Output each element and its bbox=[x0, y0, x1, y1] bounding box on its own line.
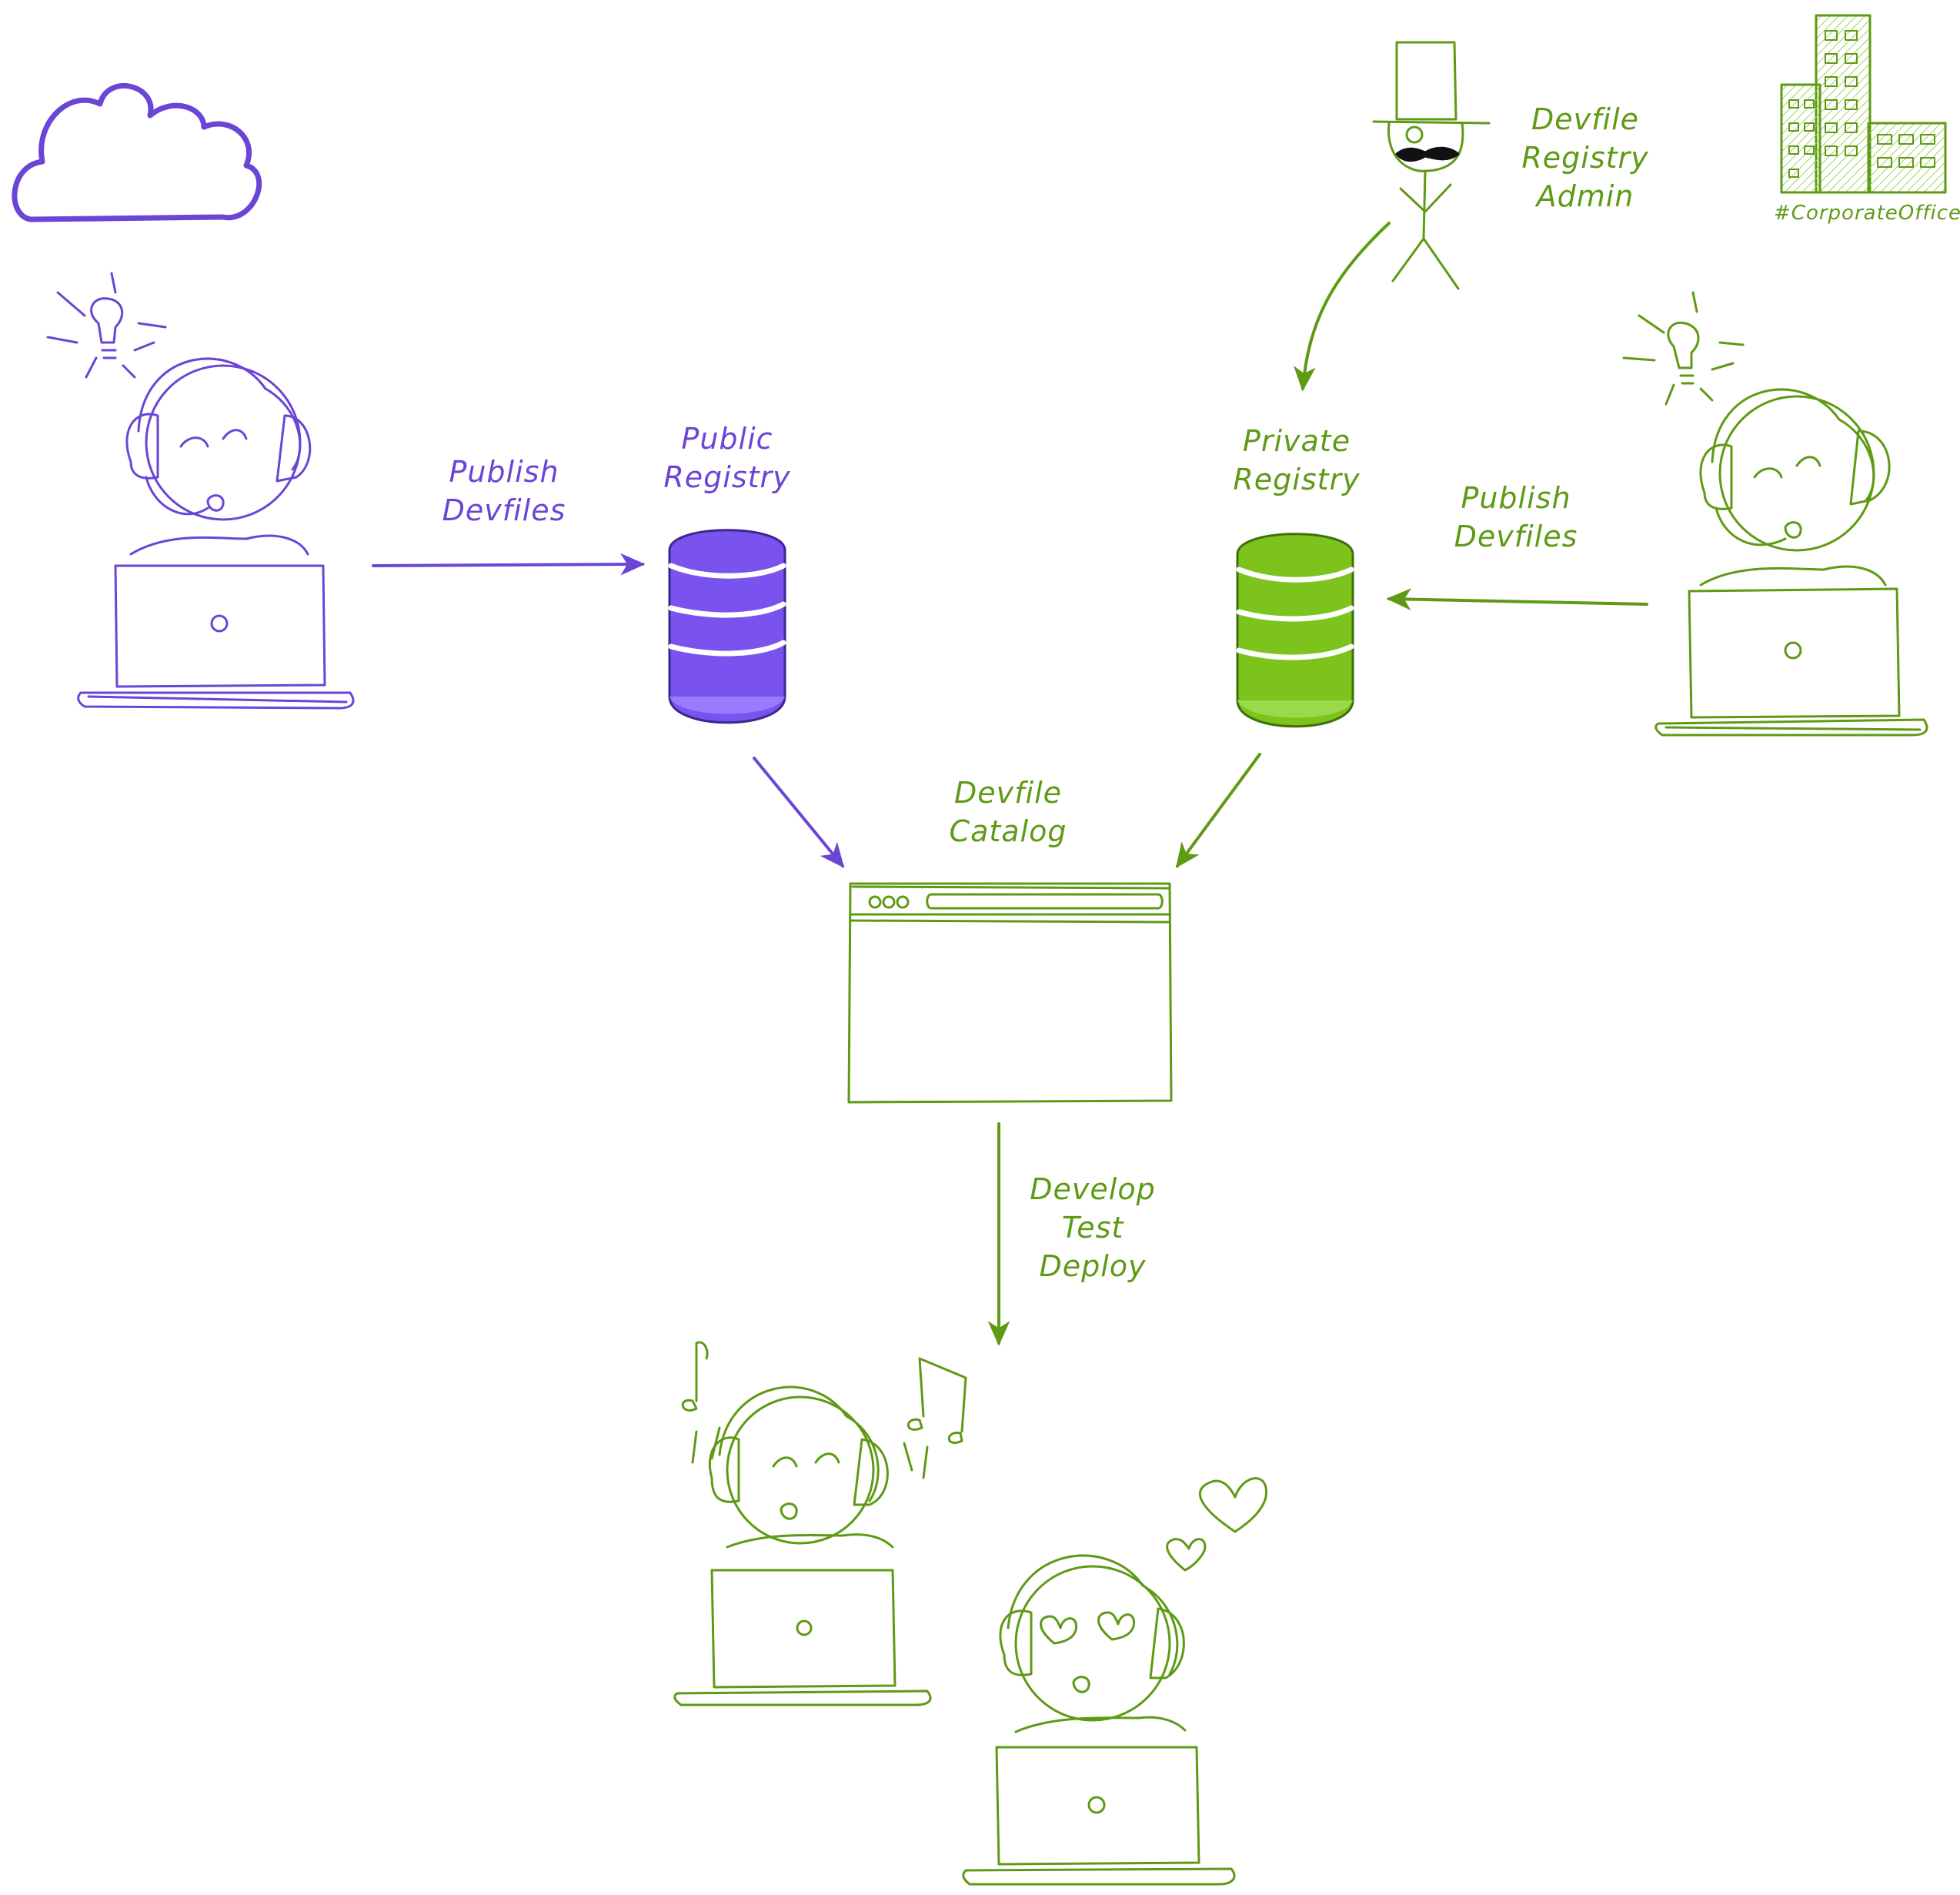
arrow-admin-to-private bbox=[1294, 222, 1391, 392]
arrow-public-to-catalog bbox=[753, 757, 845, 868]
lightbulb-icon bbox=[1622, 291, 1745, 406]
arrow-publish-right bbox=[1386, 588, 1648, 610]
label-line: Publish bbox=[1461, 481, 1571, 515]
lightbulb-icon bbox=[46, 272, 167, 379]
building-icon bbox=[1780, 14, 1947, 194]
label-line: Devfile bbox=[1531, 102, 1639, 136]
developer-at-laptop-icon bbox=[962, 1477, 1267, 1886]
label-line: Test bbox=[1061, 1211, 1124, 1245]
label-line: Devfiles bbox=[442, 493, 566, 527]
label-line: Devfiles bbox=[1454, 520, 1578, 553]
develop-test-deploy-label: Develop Test Deploy bbox=[1016, 1170, 1170, 1285]
public-registry-label: Public Registry bbox=[650, 419, 804, 496]
label-line: Publish bbox=[449, 455, 559, 489]
music-note-icon bbox=[681, 1341, 967, 1479]
label-line: Catalog bbox=[949, 814, 1067, 848]
label-line: Develop bbox=[1030, 1172, 1156, 1206]
devfile-catalog-label: Devfile Catalog bbox=[927, 774, 1089, 851]
label-line: Deploy bbox=[1039, 1249, 1147, 1283]
label-line: Public bbox=[681, 422, 773, 456]
label-line: Registry bbox=[1521, 141, 1649, 175]
label-line: Private bbox=[1242, 424, 1351, 458]
registry-admin-label: Devfile Registry Admin bbox=[1508, 100, 1662, 216]
label-line: Admin bbox=[1536, 179, 1634, 213]
developer-at-laptop-icon bbox=[46, 272, 355, 710]
browser-window-icon bbox=[847, 882, 1173, 1104]
label-line: Devfile bbox=[954, 776, 1062, 810]
heart-icon bbox=[1166, 1477, 1267, 1572]
private-registry-database bbox=[1236, 533, 1354, 728]
developer-at-laptop-icon bbox=[1622, 291, 1928, 737]
private-registry-label: Private Registry bbox=[1212, 422, 1381, 499]
corporate-office-label: #CorporateOffice bbox=[1774, 202, 1960, 225]
developer-at-laptop-icon bbox=[673, 1341, 967, 1706]
label-line: Registry bbox=[663, 460, 791, 494]
label-line: Registry bbox=[1233, 463, 1361, 496]
publish-devfiles-left-label: Publish Devfiles bbox=[427, 453, 581, 530]
public-registry-database bbox=[668, 529, 786, 724]
stick-figure-top-hat-icon bbox=[1372, 41, 1491, 290]
arrow-private-to-catalog bbox=[1175, 753, 1261, 868]
arrow-publish-left bbox=[372, 553, 646, 576]
publish-devfiles-right-label: Publish Devfiles bbox=[1435, 479, 1597, 556]
cloud-icon bbox=[12, 83, 262, 222]
